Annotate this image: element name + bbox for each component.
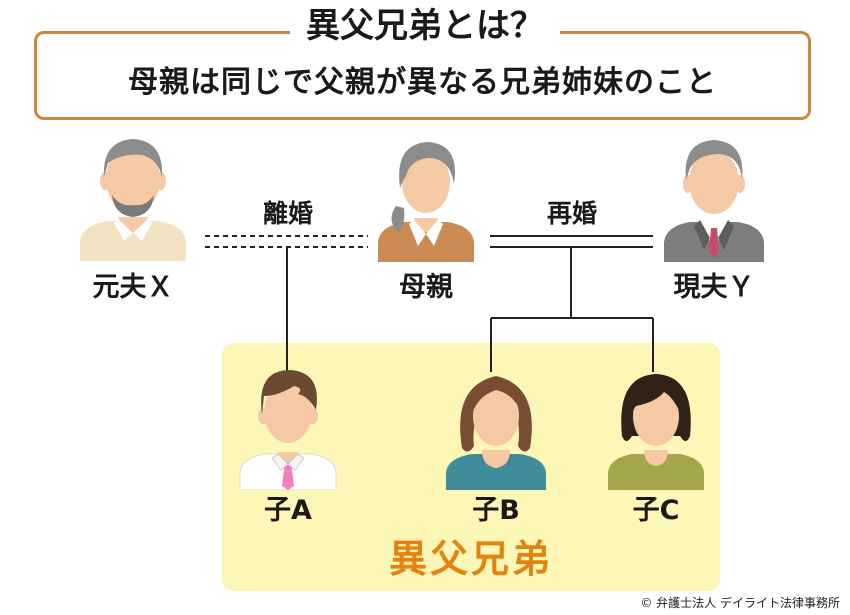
title-subtitle: 母親は同じで父親が異なる兄弟姉妹のこと <box>128 65 717 100</box>
ex-husband-figure <box>80 139 186 261</box>
title-main: 異父兄弟とは？ <box>0 6 850 46</box>
divorce-label: 離婚 <box>262 199 313 228</box>
remarriage-label: 再婚 <box>546 199 597 228</box>
current-husband-figure <box>664 140 764 262</box>
group-label: 異父兄弟 <box>388 537 553 581</box>
copyright-text: © 弁護士法人 デイライト法律事務所 <box>640 596 840 610</box>
ex-husband-label: 元夫Ｘ <box>92 272 174 303</box>
mother-label: 母親 <box>399 272 453 303</box>
child-c-figure <box>608 374 704 490</box>
child-b-label: 子B <box>472 495 520 526</box>
title-main-text: 異父兄弟とは？ <box>290 6 560 46</box>
child-b-figure <box>446 376 546 490</box>
child-c-label: 子C <box>632 495 680 526</box>
current-husband-label: 現夫Ｙ <box>673 272 755 303</box>
mother-figure <box>378 142 474 262</box>
child-a-label: 子A <box>264 495 312 526</box>
child-a-figure <box>239 370 337 490</box>
